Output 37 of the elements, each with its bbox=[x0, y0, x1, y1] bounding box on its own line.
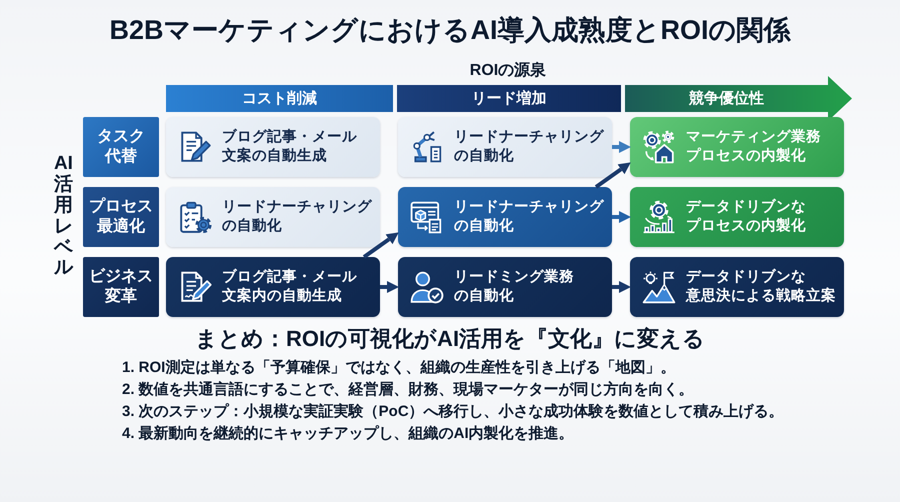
summary-item: 1. ROI測定は単なる「予算確保」ではなく、組織の生産性を引き上げる「地図」。 bbox=[122, 358, 676, 378]
connector-arrow bbox=[612, 211, 631, 223]
card-text: データドリブンな意思決による戦略立案 bbox=[686, 268, 836, 306]
card-text: リードナーチャリングの自動化 bbox=[454, 128, 604, 166]
card-text: リードナーチャリングの自動化 bbox=[222, 198, 372, 236]
matrix-card bbox=[166, 257, 380, 317]
matrix-card bbox=[398, 257, 612, 317]
card-text: リードミング業務の自動化 bbox=[454, 268, 574, 306]
card-text: リードナーチャリングの自動化 bbox=[454, 198, 604, 236]
matrix-card bbox=[630, 187, 844, 247]
connector-arrow bbox=[612, 281, 631, 293]
matrix-card bbox=[166, 117, 380, 177]
connector-arrow bbox=[612, 141, 631, 153]
diagram-title: B2BマーケティングにおけるAI導入成熟度とROIの関係 bbox=[109, 14, 790, 46]
matrix-card bbox=[398, 187, 612, 247]
card-text: データドリブンなプロセスの内製化 bbox=[686, 198, 806, 236]
column-header: コスト削減 bbox=[166, 85, 393, 112]
row-header: ビジネス変革 bbox=[83, 257, 159, 317]
matrix-card bbox=[398, 117, 612, 177]
axis-title: AI活用レベル bbox=[53, 154, 74, 280]
card-text: マーケティング業務プロセスの内製化 bbox=[686, 128, 821, 166]
matrix-card bbox=[630, 117, 844, 177]
summary-item: 2. 数値を共通言語にすることで、経営層、財務、現場マーケターが同じ方向を向く。 bbox=[122, 380, 694, 400]
column-header: リード増加 bbox=[397, 85, 621, 112]
row-header: プロセス最適化 bbox=[83, 187, 159, 247]
connector-arrow bbox=[362, 232, 399, 259]
summary-item: 3. 次のステップ：小規模な実証実験（PoC）へ移行し、小さな成功体験を数値として積み上げる。 bbox=[122, 402, 784, 422]
row-header: タスク代替 bbox=[83, 117, 159, 177]
card-text: ブログ記事・メール文案内の自動生成 bbox=[222, 268, 357, 306]
card-text: ブログ記事・メール文案の自動生成 bbox=[222, 128, 357, 166]
connector-arrow bbox=[594, 162, 631, 189]
matrix-card bbox=[166, 187, 380, 247]
matrix-card bbox=[630, 257, 844, 317]
connector-arrow bbox=[380, 281, 399, 293]
summary-heading: まとめ：ROIの可視化がAI活用を『文化』に変える bbox=[194, 325, 706, 353]
summary-item: 4. 最新動向を継続的にキャッチアップし、組織のAI内製化を推進。 bbox=[122, 424, 574, 444]
axis-title: ROIの源泉 bbox=[470, 60, 546, 81]
